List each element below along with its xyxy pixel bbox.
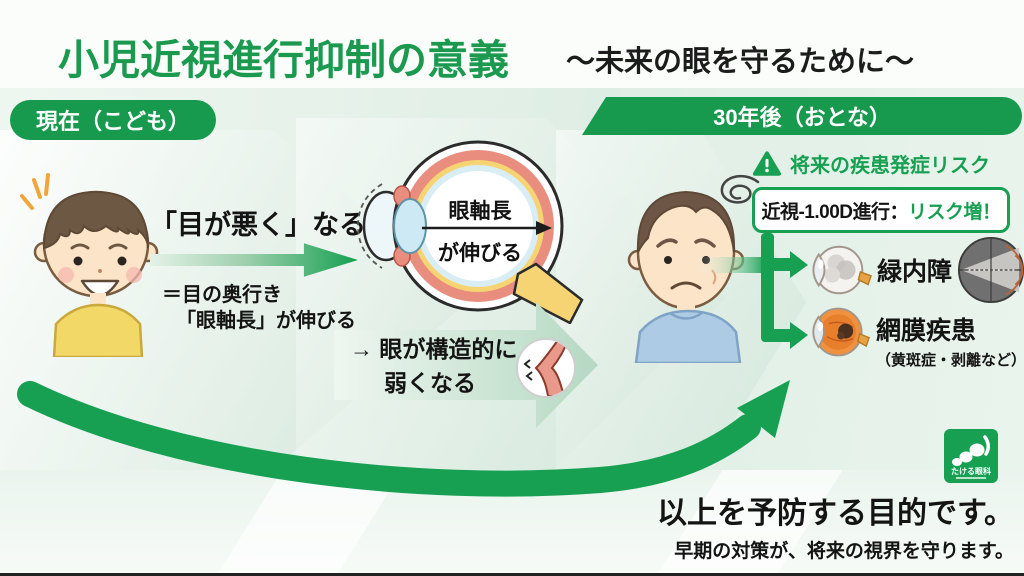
clinic-name: たける眼科 — [951, 466, 991, 476]
warning-icon — [752, 151, 782, 176]
axial-length-note: ＝目の奥行き 「眼軸長」が伸びる — [162, 282, 356, 334]
badge-future-adult: 30年後（おとな） — [582, 97, 1022, 135]
note-line2: 「眼軸長」が伸びる — [176, 310, 356, 332]
disease-row-retina: 網膜疾患 （黄斑症・剥離など） — [810, 303, 1024, 370]
badge-present-child: 現在（こども） — [10, 100, 217, 140]
page-title: 小児近視進行抑制の意義 — [58, 37, 509, 83]
clinic-logo: たける眼科 — [944, 429, 998, 483]
axial-length-label-bottom: が伸びる — [438, 241, 522, 265]
future-risk-header: 将来の疾患発症リスク — [752, 149, 990, 178]
glaucoma-eye-icon — [812, 245, 872, 295]
timeline-swoosh-arrow-icon — [17, 380, 790, 497]
headline-vision-worsens: 「目が悪く」なる — [150, 210, 366, 240]
bottom-border — [0, 573, 1024, 576]
disease-name: 緑内障 — [877, 258, 953, 286]
structural-weakness-callout: → 眼が構造的に 弱くなる — [328, 296, 600, 434]
disease-row-glaucoma: 緑内障 — [810, 236, 1024, 304]
conclusion-block: 以上を予防する目的です。 早期の対策が、将来の視界を守ります。 — [657, 488, 1014, 563]
distress-swirl-icon — [720, 174, 760, 204]
disease-name: 網膜疾患 — [876, 317, 977, 345]
note-line1: ＝目の奥行き — [162, 284, 282, 306]
eye-cross-section-diagram: 眼軸長 が伸びる — [357, 140, 584, 324]
visual-field-defect-icon — [957, 236, 1024, 304]
disease-note: （黄斑症・剥離など） — [876, 352, 1024, 369]
conclusion-line1: 以上を予防する目的です。 — [657, 497, 1014, 530]
risk-box-highlight: リスク増！ — [908, 201, 1001, 223]
page-subtitle: ～未来の眼を守るために～ — [566, 46, 915, 78]
light-green-arrow-icon — [334, 302, 598, 428]
branch-connector-arrows — [695, 233, 808, 349]
structural-text-line2: 弱くなる — [384, 370, 476, 396]
retinal-disease-eye-icon — [812, 307, 870, 357]
risk-box-prefix: 近視-1.00D進行： — [761, 201, 908, 223]
sparkle-icon — [20, 173, 50, 210]
axial-length-label-top: 眼軸長 — [449, 199, 513, 223]
risk-header-label: 将来の疾患発症リスク — [790, 155, 990, 177]
child-illustration — [20, 173, 159, 357]
adult-illustration — [627, 190, 745, 363]
conclusion-line2: 早期の対策が、将来の視界を守ります。 — [674, 541, 1014, 562]
structural-text-line1: → 眼が構造的に — [350, 336, 518, 362]
risk-increase-box: 近視-1.00D進行： リスク増！ — [752, 187, 1010, 233]
weakened-sclera-inset-icon — [516, 338, 576, 398]
